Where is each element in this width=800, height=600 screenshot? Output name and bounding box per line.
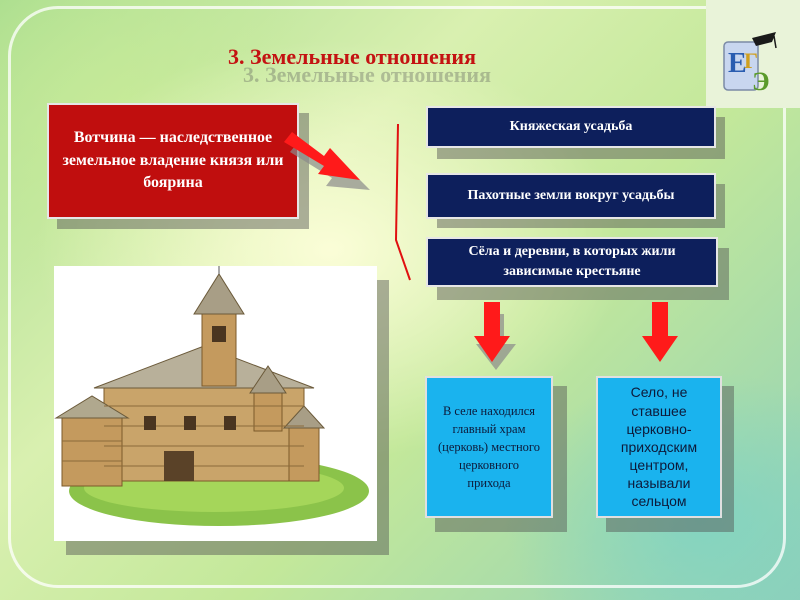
component-box-villages: Сёла и деревни, в которых жили зависимые… xyxy=(426,237,718,287)
arrow-right-icon xyxy=(284,132,370,190)
page-title: 3. Земельные отношения xyxy=(228,44,477,69)
page-title-shadow: 3. Земельные отношения xyxy=(243,62,492,87)
svg-text:Г: Г xyxy=(744,48,758,73)
ege-logo-icon: Е Г Э xyxy=(723,32,777,96)
svg-text:Э: Э xyxy=(752,67,770,96)
bracket-line xyxy=(394,123,411,281)
decorative-frame xyxy=(8,6,786,588)
arrow-down-icon xyxy=(642,302,678,362)
definition-box: Вотчина — наследственное земельное владе… xyxy=(47,103,299,219)
info-box-selco: Село, не ставшее церковно-приходским цен… xyxy=(596,376,722,518)
info-box-church: В селе находился главный храм (церковь) … xyxy=(425,376,553,518)
arrow-down-icon xyxy=(474,302,516,370)
wooden-fortress-image xyxy=(54,266,377,541)
svg-text:Е: Е xyxy=(728,48,747,79)
component-box-estate: Княжеская усадьба xyxy=(426,106,716,148)
component-box-fields: Пахотные земли вокруг усадьбы xyxy=(426,173,716,219)
